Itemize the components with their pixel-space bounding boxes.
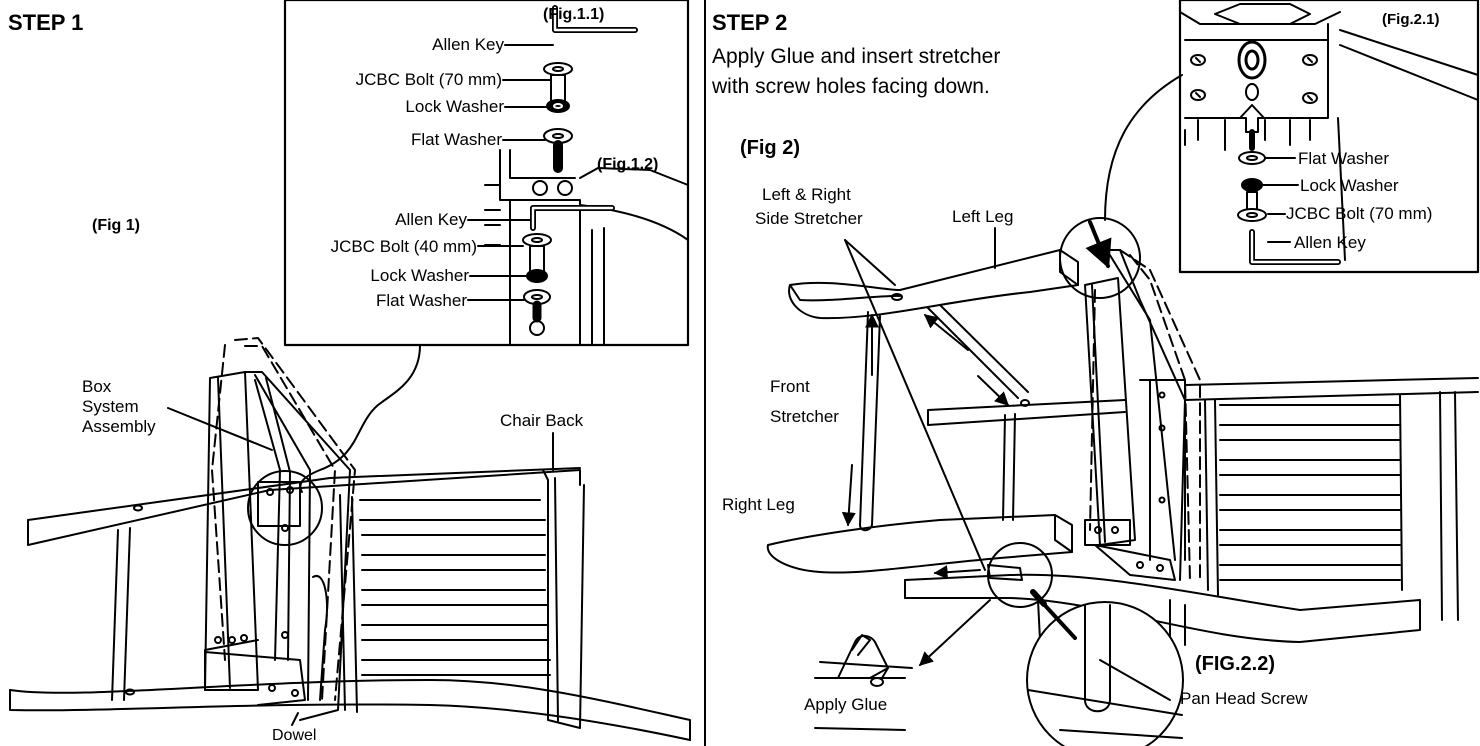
instruction-line-1: Apply Glue and insert stretcher: [712, 45, 1001, 68]
flat-washer-label-b: Flat Washer: [375, 291, 467, 310]
front-stretcher-label-1: Front: [770, 377, 810, 396]
bottom-stretcher-arrow: [933, 565, 981, 580]
front-stretcher-label-2: Stretcher: [770, 407, 839, 426]
allen-key-label-c: Allen Key: [1294, 233, 1366, 252]
side-stretcher-label-1: Left & Right: [762, 185, 851, 204]
fig-2-1-label: (Fig.2.1): [1382, 11, 1440, 28]
dowel-label: Dowel: [272, 727, 317, 744]
flat-washer-label-c: Flat Washer: [1298, 149, 1390, 168]
allen-key-label-b: Allen Key: [395, 210, 467, 229]
assembly-label: Assembly: [82, 417, 156, 436]
fig-1-1-label: (Fig.1.1): [543, 6, 605, 23]
insert-arrow: [1085, 220, 1112, 269]
instruction-line-2: with screw holes facing down.: [712, 75, 990, 98]
lock-washer-label-c: Lock Washer: [1300, 176, 1399, 195]
system-label: System: [82, 397, 139, 416]
fig-1-2-label: (Fig.1.2): [597, 156, 659, 173]
side-stretcher-label-2: Side Stretcher: [755, 209, 863, 228]
jcbc-bolt-40-label: JCBC Bolt (40 mm): [330, 237, 477, 256]
fig-2-2-detail-circle: [1026, 601, 1184, 746]
jcbc-bolt-70-label: JCBC Bolt (70 mm): [355, 70, 502, 89]
front-stretcher-arrow-bottom: [841, 464, 856, 527]
fig-1-1-detail-box: [283, 0, 690, 347]
allen-key-label-a: Allen Key: [432, 35, 504, 54]
step2-drawing: [766, 0, 1480, 746]
step2-title: STEP 2: [712, 10, 788, 35]
corner-block: [257, 481, 301, 527]
right-leg-label: Right Leg: [722, 495, 795, 514]
step1-title: STEP 1: [8, 10, 84, 35]
step1-fig-label: (Fig 1): [92, 217, 140, 234]
jcbc-bolt-70-label-c: JCBC Bolt (70 mm): [1286, 204, 1433, 223]
glue-bottle: [837, 635, 889, 679]
fig-2-2-label: (FIG.2.2): [1195, 653, 1276, 675]
glue-arrow: [918, 599, 991, 666]
box-label: Box: [82, 377, 112, 396]
step2-fig-label: (Fig 2): [740, 137, 800, 159]
detail-leader-line: [299, 344, 421, 493]
left-leg-label: Left Leg: [952, 207, 1014, 226]
lock-washer-label-a: Lock Washer: [405, 97, 504, 116]
lock-washer-label-b: Lock Washer: [370, 266, 469, 285]
apply-glue-label: Apply Glue: [804, 695, 888, 714]
pan-head-screw-label: Pan Head Screw: [1180, 689, 1308, 708]
flat-washer-label-a: Flat Washer: [410, 130, 502, 149]
stretcher-arrow-mid: [977, 375, 1010, 406]
chair-back-label: Chair Back: [500, 411, 584, 430]
step1-drawing: [9, 0, 691, 741]
stretcher-arrow-top: [923, 314, 969, 351]
